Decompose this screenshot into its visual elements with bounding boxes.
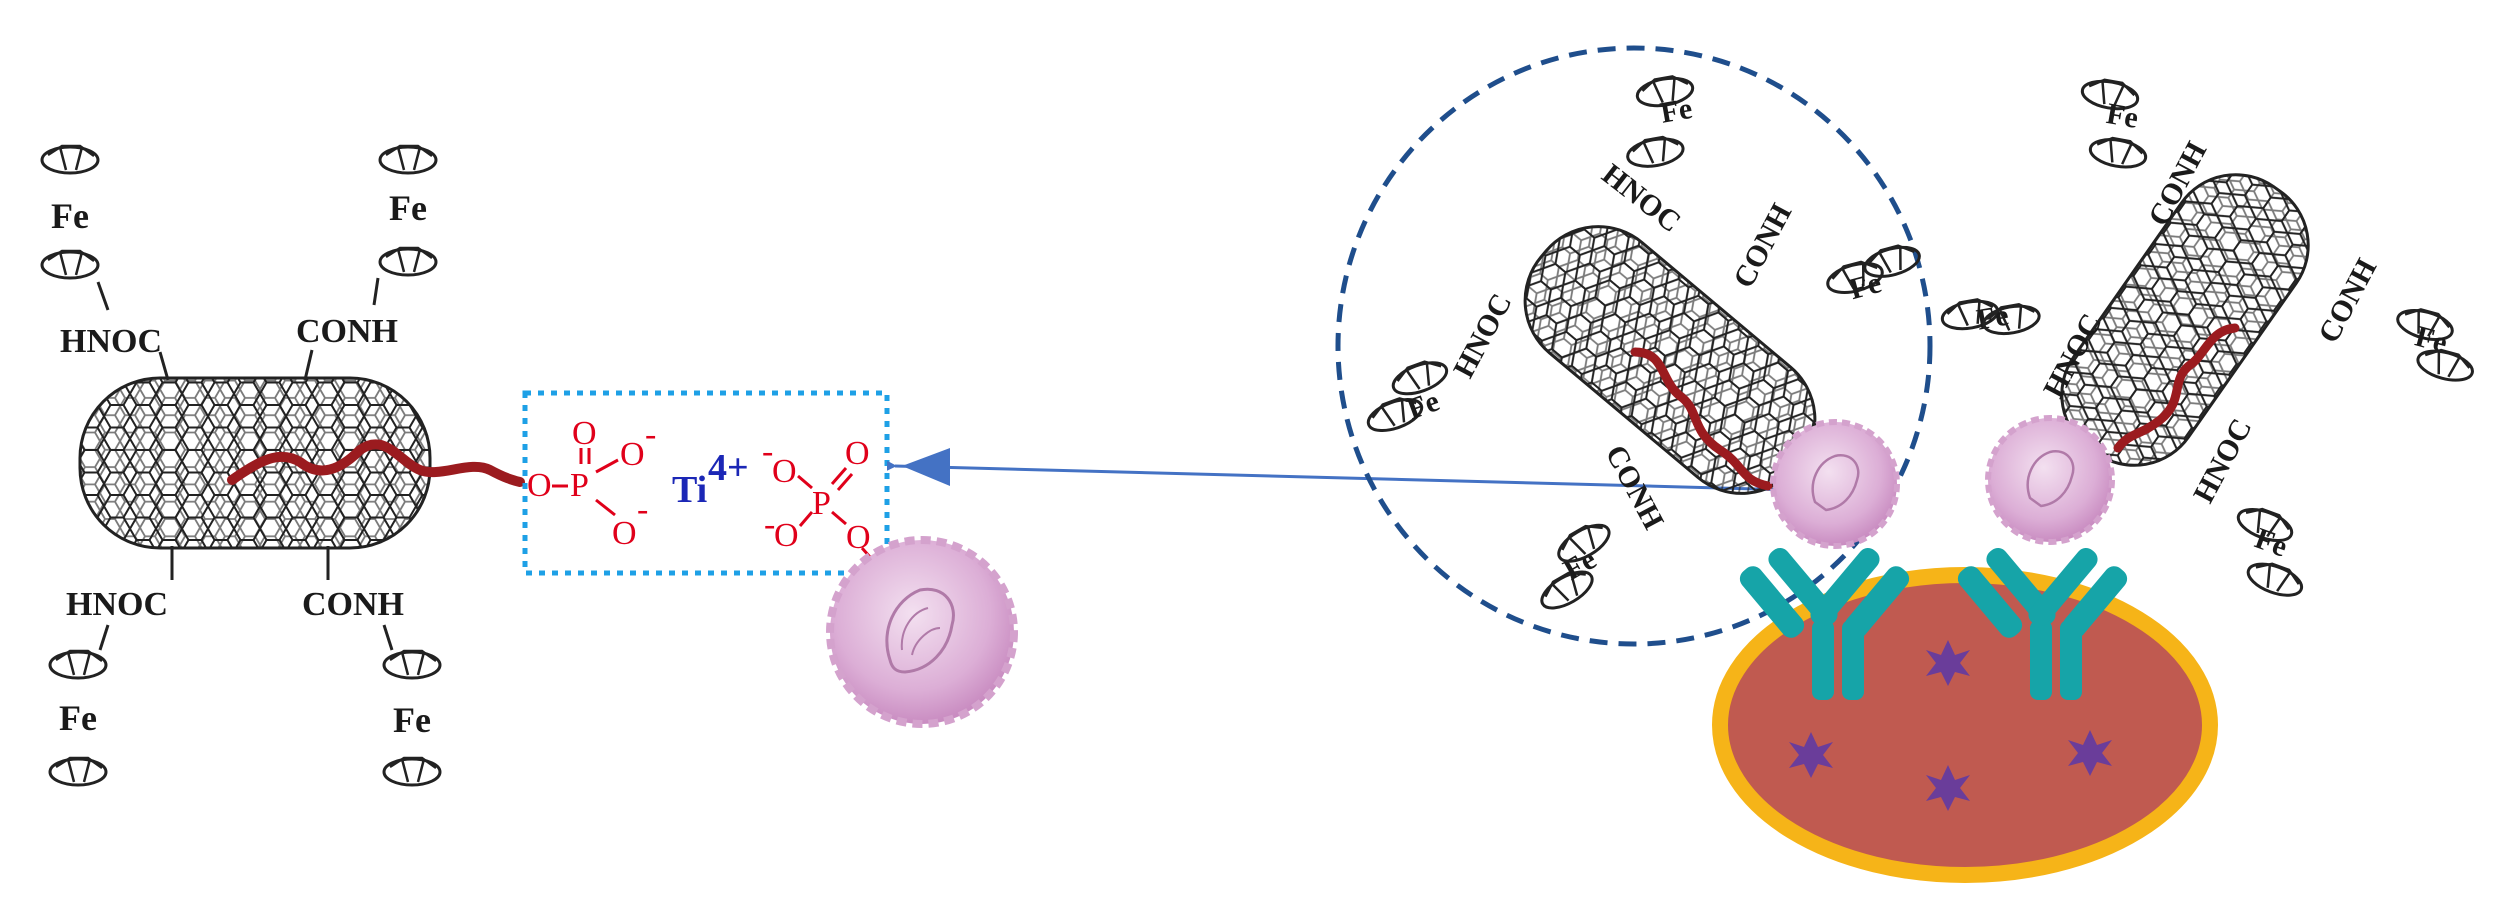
left-nanotube-assembly: Fe HNOC Fe CONH HNOC CONH Fe bbox=[40, 144, 525, 787]
phosphorus: P bbox=[812, 485, 831, 522]
ferrocene-icon: Fe bbox=[2393, 302, 2478, 387]
linker-box: O P O O - O - Ti 4+ - O P O - O O bbox=[522, 390, 890, 576]
oxygen-bottom: O bbox=[612, 515, 637, 552]
ferrocene-icon: Fe bbox=[2232, 500, 2308, 603]
oxygen-bottom: O bbox=[774, 517, 799, 554]
phosphorus: P bbox=[570, 467, 589, 504]
ferrocene-metal-label: Fe bbox=[1658, 92, 1695, 130]
oxygen-charge: - bbox=[645, 416, 656, 453]
bridge-oxygen: O bbox=[846, 519, 871, 556]
carbon-nanotube-icon bbox=[2060, 173, 2310, 467]
ferrocene-metal-label: Fe bbox=[51, 196, 89, 236]
oxygen-charge: - bbox=[764, 506, 775, 543]
peptide-chain bbox=[227, 439, 525, 487]
zoom-circle bbox=[1335, 45, 1933, 647]
ferrocene-icon: Fe bbox=[40, 144, 110, 311]
ferrocene-metal-label: Fe bbox=[2251, 522, 2292, 564]
arrow-head-icon bbox=[902, 448, 950, 486]
ferrocene-icon: Fe bbox=[382, 624, 442, 787]
peptide-chain bbox=[2113, 323, 2240, 453]
amide-label: CONH bbox=[302, 586, 404, 623]
exosome-icon bbox=[1985, 415, 2115, 545]
antibody-icon bbox=[1739, 548, 1910, 700]
ferrocene-icon: Fe bbox=[1623, 71, 1697, 172]
titanium-label: Ti bbox=[672, 469, 707, 511]
amide-label: CONH bbox=[1727, 198, 1798, 293]
amide-label: CONH bbox=[2312, 253, 2383, 348]
amide-label: HNOC bbox=[66, 586, 168, 623]
ferrocene-icon: Fe bbox=[1534, 515, 1617, 617]
star-marker-icon bbox=[1926, 765, 1970, 811]
amide-label: HNOC bbox=[2187, 413, 2258, 508]
amide-label: CONH bbox=[296, 313, 398, 350]
ferrocene-metal-label: Fe bbox=[393, 700, 431, 740]
ferrocene-metal-label: Fe bbox=[1974, 299, 2011, 337]
ferrocene-icon: Fe bbox=[2078, 74, 2150, 173]
peptide-chain bbox=[1630, 347, 1773, 491]
ferrocene-icon: Fe bbox=[1938, 294, 2043, 340]
oxygen-charge: - bbox=[637, 491, 648, 528]
ferrocene-icon: Fe bbox=[372, 144, 438, 306]
pointer-arrow bbox=[886, 460, 1796, 492]
ferrocene-icon: Fe bbox=[1822, 239, 1924, 306]
oxygen-top: O bbox=[845, 435, 870, 472]
ferrocene-metal-label: Fe bbox=[59, 698, 97, 738]
ferrocene-metal-label: Fe bbox=[389, 188, 427, 228]
titanium-charge: 4+ bbox=[708, 447, 749, 489]
ferrocene-icon: Fe bbox=[48, 624, 110, 787]
ferrocene-metal-label: Fe bbox=[2104, 97, 2141, 135]
oxygen-charge: - bbox=[762, 433, 773, 470]
star-marker-icon bbox=[2068, 730, 2112, 776]
bridge-oxygen: O bbox=[527, 467, 552, 504]
oxygen-right: O bbox=[620, 436, 645, 473]
oxygen-left: O bbox=[772, 453, 797, 490]
amide-label: HNOC bbox=[60, 323, 162, 360]
ferrocene-icon: Fe bbox=[1362, 354, 1453, 439]
antibody-icon bbox=[1957, 548, 2128, 700]
oxygen-top: O bbox=[572, 415, 597, 452]
exosome-icon bbox=[826, 536, 1018, 728]
star-marker-icon bbox=[1789, 732, 1833, 778]
amide-label: HNOC bbox=[1447, 288, 1518, 383]
exosome-icon bbox=[1770, 419, 1900, 549]
star-marker-icon bbox=[1926, 640, 1970, 686]
